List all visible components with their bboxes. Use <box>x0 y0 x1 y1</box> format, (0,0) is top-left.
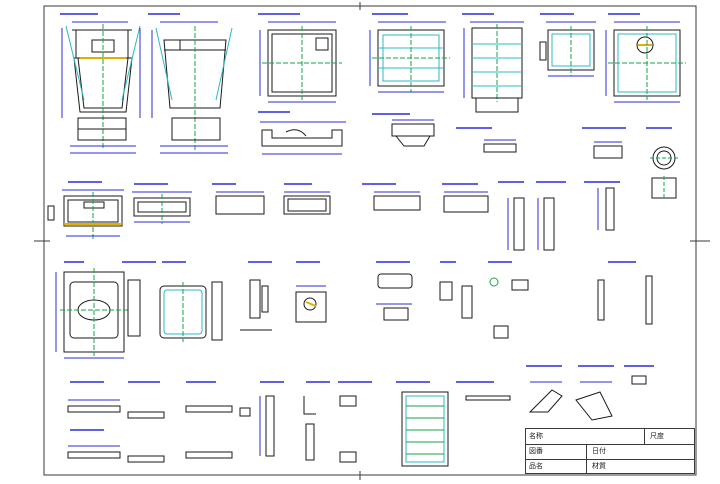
view-tab <box>338 381 372 463</box>
view-cover <box>159 261 223 342</box>
view-bracket-a <box>498 181 525 251</box>
view-box-front <box>60 13 141 154</box>
view-section-bar <box>372 113 435 147</box>
view-plate-a <box>212 183 265 215</box>
title-block-label: 日付 <box>592 447 606 455</box>
view-box-side <box>148 13 233 154</box>
title-block-divider <box>644 429 645 444</box>
view-post <box>259 381 284 457</box>
view-wedge-b <box>575 365 614 421</box>
view-plate-hole <box>295 261 327 323</box>
view-plate-b <box>283 183 331 215</box>
view-round-hole-plate <box>605 13 686 103</box>
view-strip-d <box>185 381 251 459</box>
title-block-row: 名称 尺度 <box>526 429 694 445</box>
view-cap <box>376 261 413 321</box>
view-block <box>582 127 626 159</box>
view-plate-c <box>362 183 421 211</box>
view-frame-c <box>539 13 596 77</box>
view-strip-a <box>67 381 121 413</box>
view-clip <box>439 261 473 319</box>
view-tray-side <box>132 183 192 224</box>
title-block-divider <box>586 444 587 473</box>
view-small-part <box>624 365 654 385</box>
title-block-label: 材質 <box>592 462 606 470</box>
view-pipe <box>646 127 678 200</box>
view-gear <box>488 261 529 339</box>
view-strip-b <box>67 429 121 459</box>
view-plate-d <box>442 183 489 213</box>
view-bracket-c <box>584 181 620 231</box>
title-block-label: 図番 <box>529 447 543 455</box>
title-block-row: 図番 日付 <box>526 444 694 460</box>
view-rail <box>597 261 653 325</box>
view-strip-c <box>127 381 165 463</box>
view-angle <box>303 381 330 461</box>
view-plan <box>258 13 342 103</box>
view-frame-a <box>369 13 450 93</box>
title-block-label: 尺度 <box>650 432 664 440</box>
view-tray-front <box>47 181 124 240</box>
view-bracket-b <box>536 181 566 251</box>
title-block: 名称 尺度 図番 日付 品名 材質 <box>525 428 695 474</box>
view-thin-bar <box>456 381 511 401</box>
title-block-row: 品名 材質 <box>526 459 694 473</box>
view-base-plan <box>55 261 128 359</box>
view-grille <box>396 381 449 467</box>
view-wedge-a <box>526 365 563 413</box>
view-hinge <box>240 261 272 331</box>
title-block-label: 名称 <box>529 432 543 440</box>
view-frame-b <box>462 13 524 113</box>
view-base-side <box>122 261 156 337</box>
title-block-label: 品名 <box>529 462 543 470</box>
view-section-channel <box>258 111 346 155</box>
view-small-bar <box>456 127 517 153</box>
round-hole <box>636 36 654 54</box>
